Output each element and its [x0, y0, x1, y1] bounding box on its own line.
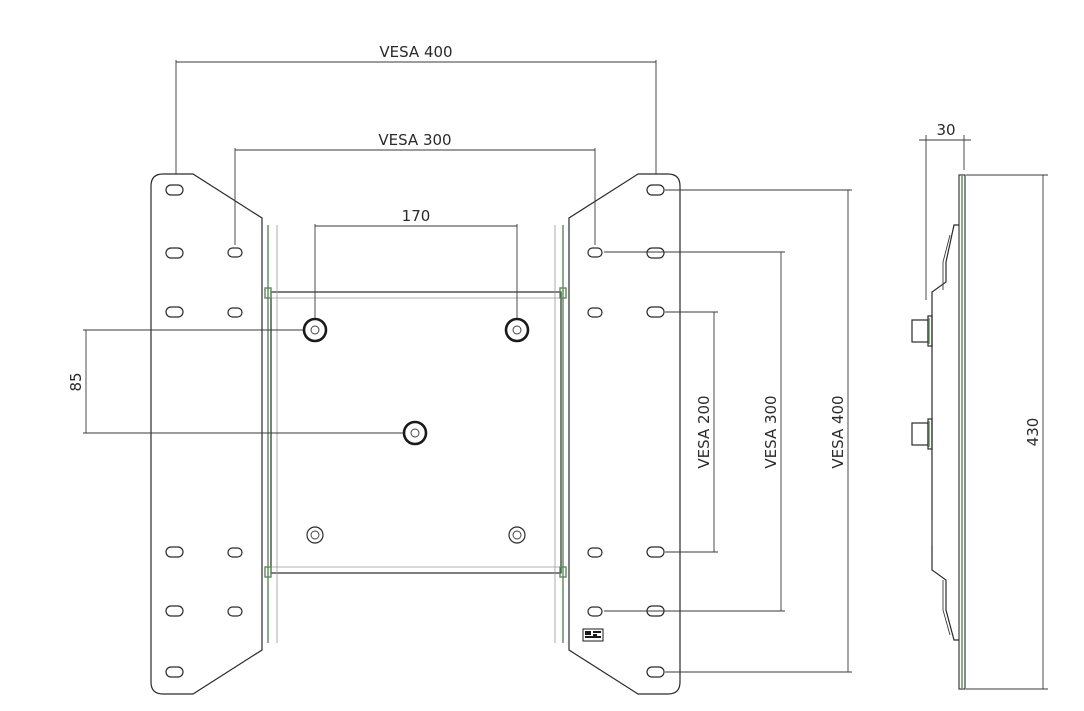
- left-bracket-plate: [150, 173, 263, 695]
- slot: [587, 606, 603, 617]
- dim-vesa400-vertical: VESA 400: [829, 395, 847, 468]
- stud-outer: [508, 526, 526, 544]
- rail-tab: [559, 287, 567, 299]
- right-bracket-plate: [568, 173, 681, 695]
- slot: [646, 666, 665, 678]
- right-inner-slots: [587, 247, 603, 617]
- slot: [165, 666, 184, 678]
- stud-inner: [310, 530, 320, 540]
- slot: [646, 184, 665, 196]
- stud-inner: [512, 530, 522, 540]
- stud-outer: [302, 317, 328, 343]
- dim-170: 170: [402, 207, 431, 225]
- left-inner-slots: [227, 247, 243, 617]
- front-view: [150, 173, 681, 695]
- dim-vesa300-horizontal: VESA 300: [378, 131, 451, 149]
- dim-vesa200-vertical: VESA 200: [695, 395, 713, 468]
- rail-tab: [559, 566, 567, 578]
- stud-outer: [402, 420, 428, 446]
- slot: [165, 184, 184, 196]
- slot: [227, 247, 243, 258]
- dim-30: 30: [936, 121, 955, 139]
- side-bracket-profile: [931, 224, 959, 641]
- dim-vesa300-vertical: VESA 300: [762, 395, 780, 468]
- slot: [646, 546, 665, 558]
- slot: [587, 547, 603, 558]
- slot: [227, 547, 243, 558]
- left-outer-slots: [165, 184, 184, 678]
- dimensions-front: VESA 400 VESA 300 170 85 VESA 200 VESA 3…: [67, 43, 852, 673]
- dim-85: 85: [67, 372, 85, 391]
- dim-430: 430: [1024, 418, 1042, 447]
- stud-outer: [504, 317, 530, 343]
- slot: [587, 307, 603, 318]
- mounting-studs: [302, 317, 530, 544]
- slot: [587, 247, 603, 258]
- rail-tab: [264, 287, 272, 299]
- side-studs: [911, 315, 933, 450]
- stud-outer: [306, 526, 324, 544]
- slot: [165, 247, 184, 259]
- dim-vesa400-horizontal: VESA 400: [379, 43, 452, 61]
- side-view: 30 430: [911, 121, 1048, 690]
- label-tag: [582, 628, 604, 642]
- slot: [646, 247, 665, 259]
- slot: [165, 605, 184, 617]
- rail-tab: [264, 566, 272, 578]
- slot: [646, 306, 665, 318]
- stud-inner: [310, 325, 320, 335]
- stud-inner: [410, 428, 420, 438]
- stud-inner: [512, 325, 522, 335]
- right-outer-slots: [646, 184, 665, 678]
- slot: [227, 606, 243, 617]
- slot: [227, 307, 243, 318]
- center-plate: [270, 291, 562, 574]
- slot: [165, 306, 184, 318]
- slot: [165, 546, 184, 558]
